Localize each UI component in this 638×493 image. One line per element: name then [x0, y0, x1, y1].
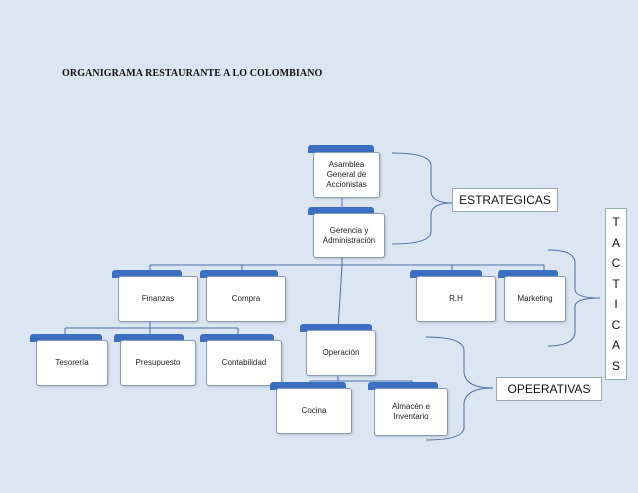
- tacticas-letter: A: [611, 338, 620, 353]
- node-cocina[interactable]: Cocina: [276, 388, 352, 434]
- node-asamblea[interactable]: Asamblea General de Accionistas: [313, 152, 380, 198]
- tacticas-letter: S: [611, 358, 620, 373]
- node-rh[interactable]: R.H: [416, 276, 496, 322]
- label-operativas: OPEERATIVAS: [496, 377, 602, 401]
- tacticas-letter: A: [611, 235, 620, 250]
- connector-line: [337, 264, 343, 331]
- tacticas-brace: [547, 249, 601, 347]
- node-marketing[interactable]: Marketing: [504, 276, 566, 322]
- node-tesoreria[interactable]: Tesorería: [36, 340, 108, 386]
- operativas-brace: [425, 336, 494, 441]
- label-tacticas: T A C T I C A S: [605, 208, 627, 380]
- node-operacion[interactable]: Operación: [306, 330, 376, 376]
- page-title: ORGANIGRAMA RESTAURANTE A LO COLOMBIANO: [62, 68, 323, 79]
- node-almacen[interactable]: Almacén e Inventario: [374, 388, 448, 436]
- label-estrategicas: ESTRATEGICAS: [452, 188, 558, 212]
- tacticas-letter: T: [612, 276, 620, 291]
- node-gerencia[interactable]: Gerencia y Administración: [313, 213, 385, 258]
- node-contabilidad[interactable]: Contabilidad: [206, 340, 282, 386]
- tacticas-letter: I: [614, 297, 618, 312]
- node-presupuesto[interactable]: Presupuesto: [120, 340, 196, 386]
- estrategicas-brace: [391, 152, 453, 245]
- tacticas-letter: T: [612, 215, 620, 230]
- node-finanzas[interactable]: Finanzas: [118, 276, 198, 322]
- tacticas-letter: C: [611, 256, 621, 271]
- node-compra[interactable]: Compra: [206, 276, 286, 322]
- tacticas-letter: C: [611, 317, 621, 332]
